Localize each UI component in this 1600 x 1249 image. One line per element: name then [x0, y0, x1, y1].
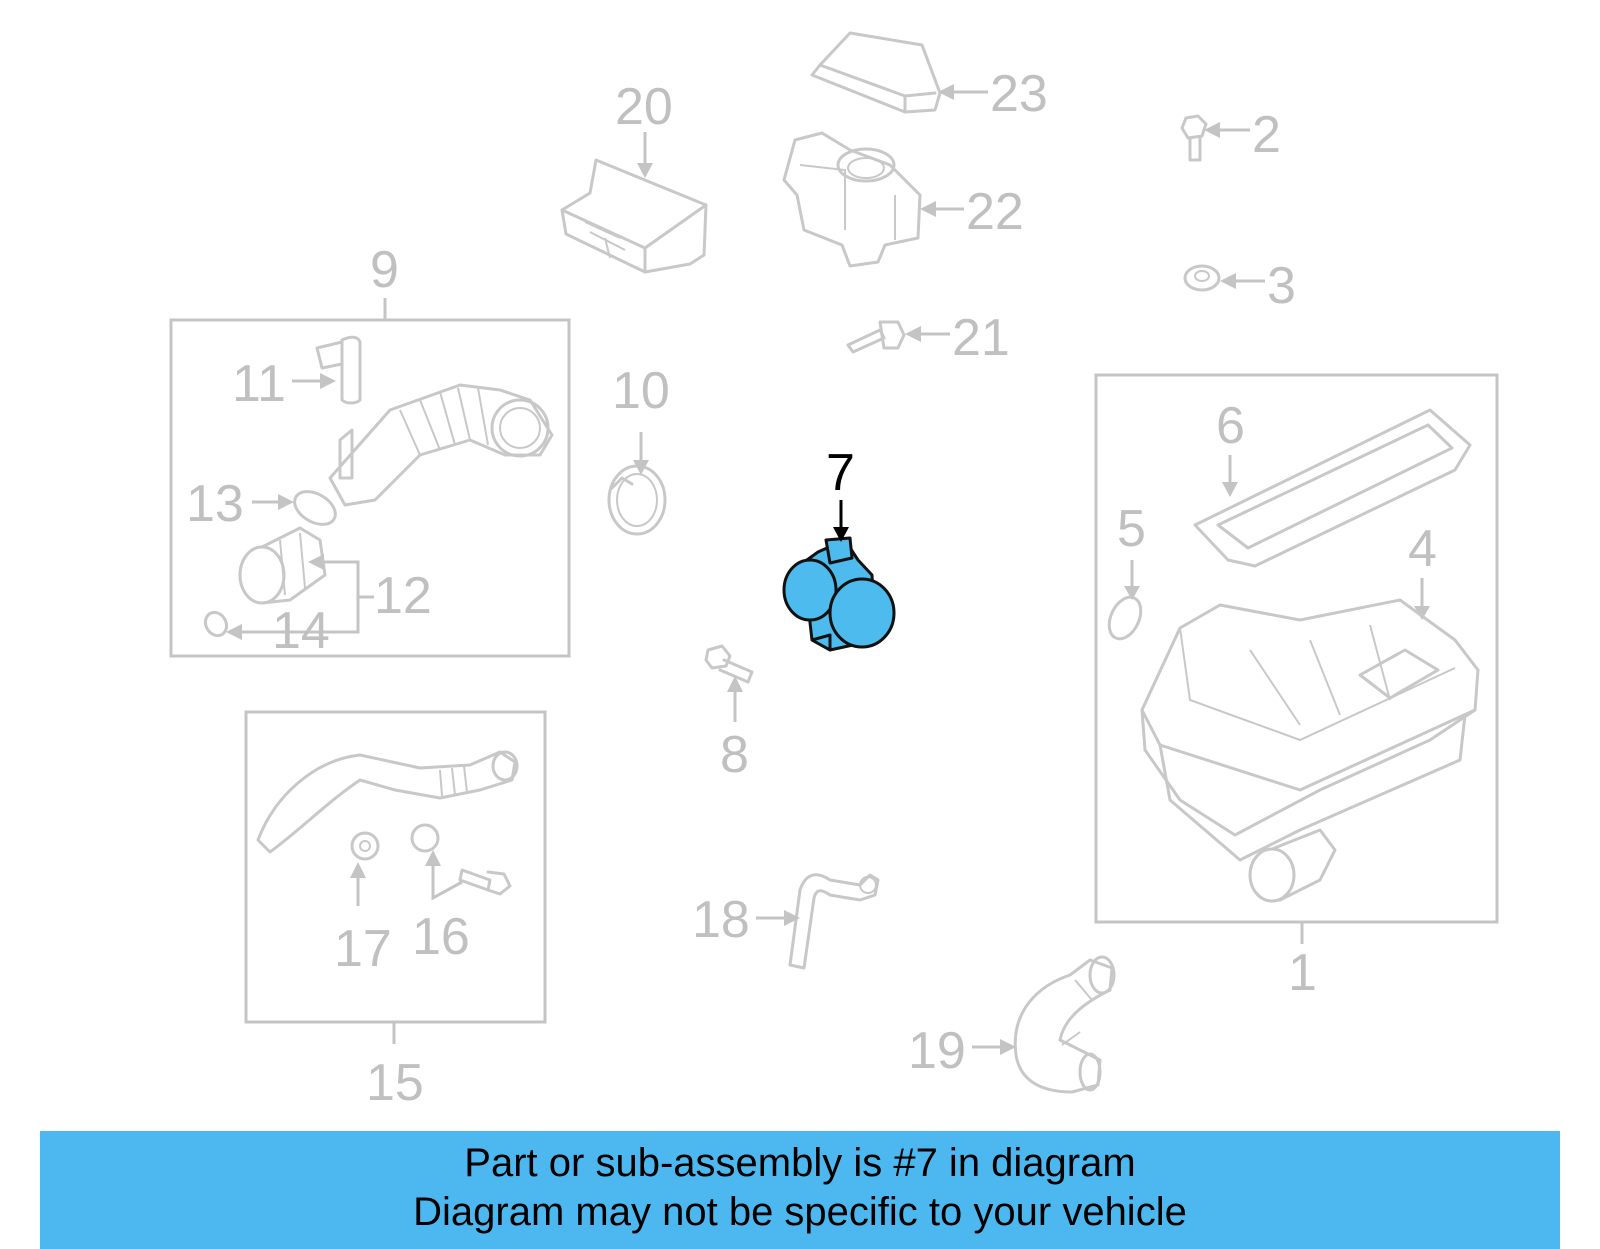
part-10-icon: [607, 464, 667, 536]
part-19-icon: [1013, 955, 1116, 1094]
part-23-icon: [810, 31, 942, 114]
callout-21: 21: [952, 309, 1010, 367]
part-1-air-cleaner-icon: [1140, 598, 1480, 903]
part-20-icon: [560, 158, 708, 274]
group-box-15: [244, 710, 547, 1024]
part-8-icon: [704, 644, 754, 684]
callout-6: 6: [1216, 397, 1245, 455]
banner-line-1: Part or sub-assembly is #7 in diagram: [464, 1141, 1136, 1185]
part-5-icon: [1107, 595, 1143, 641]
callout-10: 10: [612, 362, 670, 420]
part-7-mass-air-flow-sensor[interactable]: [782, 536, 896, 652]
part-3-icon: [1183, 264, 1221, 292]
callout-13: 13: [186, 475, 244, 533]
callout-22: 22: [966, 183, 1024, 241]
callout-5: 5: [1117, 500, 1146, 558]
part-17-icon: [350, 831, 380, 861]
group-box-9: [169, 318, 571, 658]
part-21-icon: [846, 320, 906, 354]
callout-11: 11: [232, 355, 286, 413]
callout-7[interactable]: 7: [826, 444, 855, 502]
part-12-icon: [238, 526, 327, 605]
callout-14: 14: [272, 602, 330, 660]
part-6-icon: [1193, 408, 1472, 568]
callout-20: 20: [615, 78, 673, 136]
callout-9: 9: [370, 241, 399, 299]
callout-12: 12: [374, 567, 432, 625]
part-hose-15-icon: [256, 750, 519, 854]
callout-15: 15: [366, 1054, 424, 1112]
part-4-icon: [1358, 648, 1440, 700]
part-hose-9-icon: [328, 383, 554, 507]
callout-23: 23: [990, 65, 1048, 123]
part-11-icon: [315, 335, 362, 405]
callout-16: 16: [412, 908, 470, 966]
callout-19: 19: [908, 1022, 966, 1080]
part-16-icon: [410, 823, 512, 896]
callout-4: 4: [1408, 520, 1437, 578]
callout-18: 18: [692, 891, 750, 949]
callout-8: 8: [720, 726, 749, 784]
part-18-icon: [788, 873, 880, 970]
callout-1: 1: [1288, 944, 1317, 1002]
group-box-1: [1094, 373, 1499, 924]
part-13-icon: [293, 490, 337, 526]
info-banner: Part or sub-assembly is #7 in diagram Di…: [40, 1131, 1560, 1249]
part-2-icon: [1180, 114, 1208, 162]
part-14-icon: [203, 610, 229, 638]
callout-3: 3: [1267, 257, 1296, 315]
banner-line-2: Diagram may not be specific to your vehi…: [413, 1190, 1187, 1234]
callout-17: 17: [334, 920, 392, 978]
part-22-icon: [782, 131, 922, 268]
callout-2: 2: [1252, 106, 1281, 164]
